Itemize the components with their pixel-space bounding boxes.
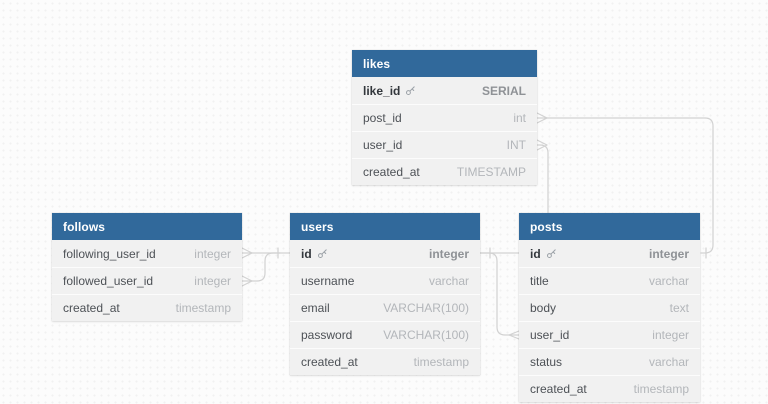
field-row-users-created_at[interactable]: created_at timestamp <box>290 348 480 375</box>
table-likes[interactable]: likes like_id SERIAL post_id int user_id INT cr… <box>352 50 537 185</box>
field-row-users-id[interactable]: id integer <box>290 240 480 267</box>
field-type: integer <box>652 328 689 342</box>
field-type: text <box>669 301 689 315</box>
field-row-posts-title[interactable]: title varchar <box>519 267 700 294</box>
table-header-follows[interactable]: follows <box>52 213 242 240</box>
table-title: likes <box>363 56 391 71</box>
primary-key-icon <box>546 248 557 259</box>
field-type: SERIAL <box>481 83 526 98</box>
field-name: created_at <box>530 382 587 396</box>
table-title: users <box>301 219 334 234</box>
field-row-posts-status[interactable]: status varchar <box>519 348 700 375</box>
field-type: VARCHAR(100) <box>383 328 469 342</box>
field-name: email <box>301 301 330 315</box>
field-name: password <box>301 328 353 342</box>
field-type: integer <box>428 246 469 261</box>
field-row-likes-created_at[interactable]: created_at TIMESTAMP <box>352 158 537 185</box>
field-type: varchar <box>428 274 469 288</box>
field-row-follows-following_user_id[interactable]: following_user_id integer <box>52 240 242 267</box>
field-row-users-email[interactable]: email VARCHAR(100) <box>290 294 480 321</box>
field-name: id <box>530 246 541 261</box>
field-row-follows-created_at[interactable]: created_at timestamp <box>52 294 242 321</box>
field-name: username <box>301 274 355 288</box>
crow-foot-many-icon <box>241 247 253 259</box>
table-title: follows <box>63 219 106 234</box>
field-type: varchar <box>648 274 689 288</box>
primary-key-icon <box>405 85 416 96</box>
field-type: INT <box>506 138 526 152</box>
field-type: timestamp <box>175 301 231 315</box>
crow-foot-many-icon <box>508 330 520 340</box>
relationship-likes-post_id-to-posts-id[interactable] <box>536 112 714 259</box>
field-name: id <box>301 246 312 261</box>
relationship-line[interactable] <box>241 252 281 282</box>
field-name: status <box>530 355 563 369</box>
field-type: integer <box>648 246 689 261</box>
field-row-likes-like_id[interactable]: like_id SERIAL <box>352 77 537 104</box>
field-name: created_at <box>63 301 120 315</box>
field-name: like_id <box>363 83 401 98</box>
field-row-users-username[interactable]: username varchar <box>290 267 480 294</box>
table-header-users[interactable]: users <box>290 213 480 240</box>
crow-foot-many-icon <box>536 112 548 124</box>
field-type: timestamp <box>633 382 689 396</box>
field-type: timestamp <box>413 355 469 369</box>
relationship-posts-user_id-to-users-id[interactable] <box>479 252 520 340</box>
crow-foot-many-icon <box>241 275 253 287</box>
relationship-line[interactable] <box>479 252 520 336</box>
field-row-posts-user_id[interactable]: user_id integer <box>519 321 700 348</box>
field-name: post_id <box>363 111 402 125</box>
field-type: TIMESTAMP <box>456 165 526 179</box>
field-row-likes-user_id[interactable]: user_id INT <box>352 131 537 158</box>
relationship-line[interactable] <box>536 117 714 254</box>
field-type: int <box>513 111 526 125</box>
field-name: created_at <box>301 355 358 369</box>
field-row-posts-id[interactable]: id integer <box>519 240 700 267</box>
field-row-posts-body[interactable]: body text <box>519 294 700 321</box>
field-type: integer <box>194 274 231 288</box>
field-type: integer <box>194 246 231 261</box>
primary-key-icon <box>317 248 328 259</box>
field-name: followed_user_id <box>63 274 154 288</box>
field-name: body <box>530 301 557 315</box>
field-name: following_user_id <box>63 246 156 261</box>
table-title: posts <box>530 219 563 234</box>
field-type: VARCHAR(100) <box>383 301 469 315</box>
field-name: user_id <box>363 138 403 152</box>
table-posts[interactable]: posts id integer title varchar body text user_i… <box>519 213 700 402</box>
field-name: created_at <box>363 165 420 179</box>
field-name: user_id <box>530 328 570 342</box>
field-row-likes-post_id[interactable]: post_id int <box>352 104 537 131</box>
field-row-users-password[interactable]: password VARCHAR(100) <box>290 321 480 348</box>
table-header-likes[interactable]: likes <box>352 50 537 77</box>
table-header-posts[interactable]: posts <box>519 213 700 240</box>
field-row-follows-followed_user_id[interactable]: followed_user_id integer <box>52 267 242 294</box>
relationship-follows-followed_user_id-to-users-id[interactable] <box>241 252 281 287</box>
field-name: title <box>530 274 549 288</box>
field-type: varchar <box>648 355 689 369</box>
relationship-follows-following_user_id-to-users-id[interactable] <box>241 247 291 259</box>
field-row-posts-created_at[interactable]: created_at timestamp <box>519 375 700 402</box>
crow-foot-many-icon <box>536 139 548 151</box>
